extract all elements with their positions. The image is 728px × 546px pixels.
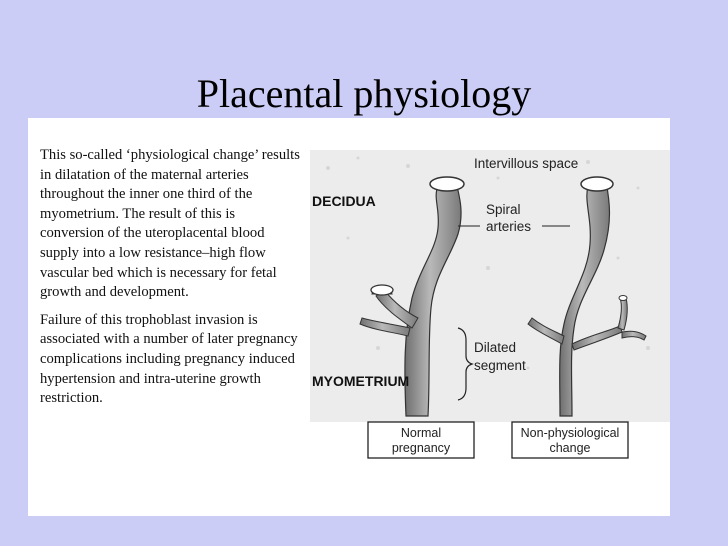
normal-spiral-artery — [359, 176, 465, 417]
text-column: This so-called ‘physiological change’ re… — [40, 146, 302, 417]
slide-title: Placental physiology — [196, 71, 532, 116]
nonphys-box-line1: Non-physiological — [521, 426, 620, 440]
label-dilated: Dilated — [474, 340, 516, 355]
normal-artery-opening — [429, 176, 465, 192]
label-arteries: arteries — [486, 219, 531, 234]
paragraph-failure-of-invasion: Failure of this trophoblast invasion is … — [40, 311, 298, 407]
nonphysiological-change-box — [511, 421, 629, 459]
label-segment: segment — [474, 358, 526, 373]
label-intervillous-space: Intervillous space — [474, 156, 578, 171]
nonphys-box-line2: change — [549, 441, 590, 455]
spiral-artery-diagram: Intervillous space DECIDUA Spiral arteri… — [310, 150, 670, 459]
content-panel: This so-called ‘physiological change’ re… — [28, 118, 670, 516]
branch-artery-opening — [370, 284, 394, 296]
normal-box-line1: Normal — [401, 426, 441, 440]
label-decidua: DECIDUA — [312, 193, 376, 209]
dilated-segment-brace — [457, 327, 474, 401]
nonphys-artery-opening — [580, 176, 614, 192]
tissue-background — [310, 150, 670, 422]
tissue-texture — [326, 156, 650, 370]
paragraph-physiological-change: This so-called ‘physiological change’ re… — [40, 147, 300, 301]
nonphysiological-spiral-artery — [527, 176, 647, 417]
label-myometrium: MYOMETRIUM — [312, 373, 409, 389]
nonphys-branch-opening — [618, 295, 628, 301]
normal-pregnancy-box — [367, 421, 475, 459]
label-spiral: Spiral — [486, 202, 521, 217]
normal-box-line2: pregnancy — [392, 441, 451, 455]
